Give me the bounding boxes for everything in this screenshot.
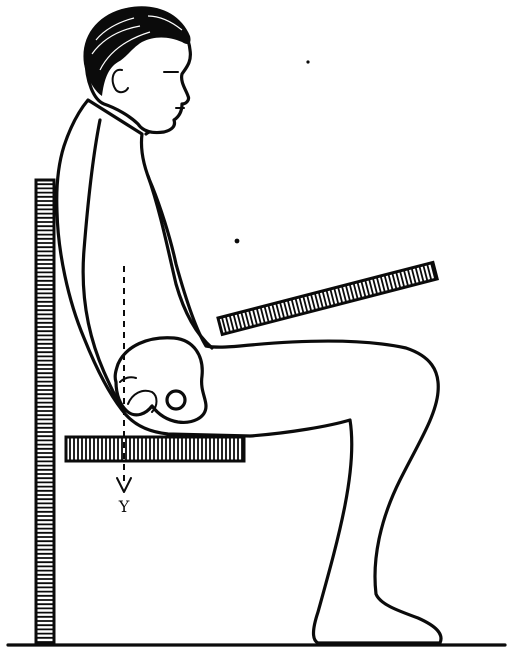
pelvis-bone (115, 338, 206, 423)
speck-dot-middle (235, 239, 240, 244)
chair-seat (66, 437, 244, 461)
chair-backrest (36, 180, 54, 643)
gravity-axis-label: Y (118, 497, 130, 516)
angled-reference-rod (218, 262, 437, 334)
speck-dot-upper (306, 60, 309, 63)
